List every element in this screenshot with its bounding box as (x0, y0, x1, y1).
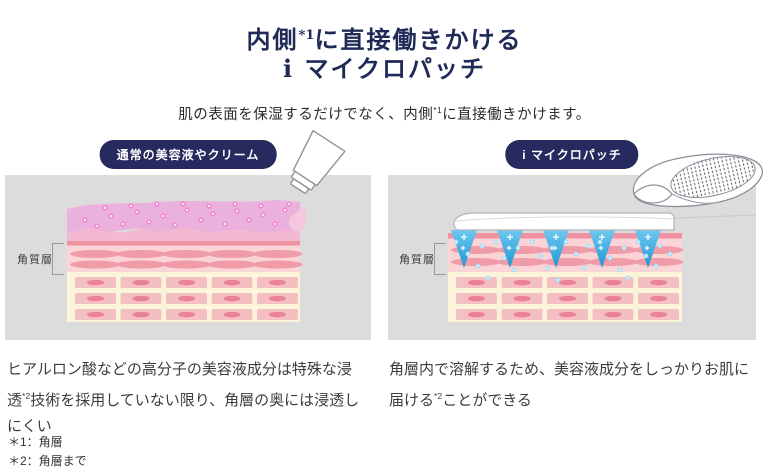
epidermis-cells (75, 277, 298, 320)
stratum-corneum-label-right: 角質層 (399, 254, 435, 266)
patch-sheet (453, 212, 675, 231)
micro-needles (451, 230, 661, 268)
page-subtitle: 肌の表面を保湿するだけでなく、内側*1に直接働きかけます。 (178, 104, 591, 123)
footnote-ref-1: *1 (433, 104, 443, 115)
title-line2: i マイクロパッチ (283, 54, 486, 84)
footnote-ref-2: *2 (434, 391, 443, 401)
dissolving-serum-bubbles (453, 239, 673, 283)
footnote-2: ＊2：角層まで (8, 454, 87, 468)
stratum-corneum-cells (70, 250, 303, 269)
stratum-corneum-bracket-right (434, 243, 446, 275)
footnotes: ＊1：角層 ＊2：角層まで (8, 433, 87, 471)
title-line1: 内側*1に直接働きかける (246, 25, 523, 55)
stratum-corneum-label-left: 角質層 (17, 254, 53, 266)
description-regular-serum: ヒアルロン酸などの高分子の美容液成分は特殊な浸透*2技術を採用していない限り、角… (7, 361, 360, 435)
stratum-corneum-bracket-left (52, 243, 64, 275)
skin-cross-section-right (448, 212, 757, 322)
cosmetic-tube-icon (288, 129, 346, 232)
serum-beads (82, 201, 296, 229)
footnote-ref-2: *2 (22, 391, 31, 401)
footnote-ref-1: *1 (298, 28, 315, 44)
badge-regular-serum: 通常の美容液やクリーム (99, 140, 277, 169)
epidermis-cells (456, 277, 679, 320)
cream-layer-pink (67, 226, 300, 241)
badge-micro-patch: i マイクロパッチ (505, 140, 639, 169)
micro-patch-icon (632, 153, 763, 208)
description-micro-patch: 角層内で溶解するため、美容液成分をしっかりお肌に届ける*2ことができる (389, 361, 750, 409)
cream-layer-mauve (67, 200, 300, 234)
serum-drop (288, 206, 307, 232)
footnote-1: ＊1：角層 (8, 435, 63, 449)
page-title: 内側*1に直接働きかける i マイクロパッチ (0, 21, 769, 83)
skin-cross-section-left (67, 200, 303, 322)
